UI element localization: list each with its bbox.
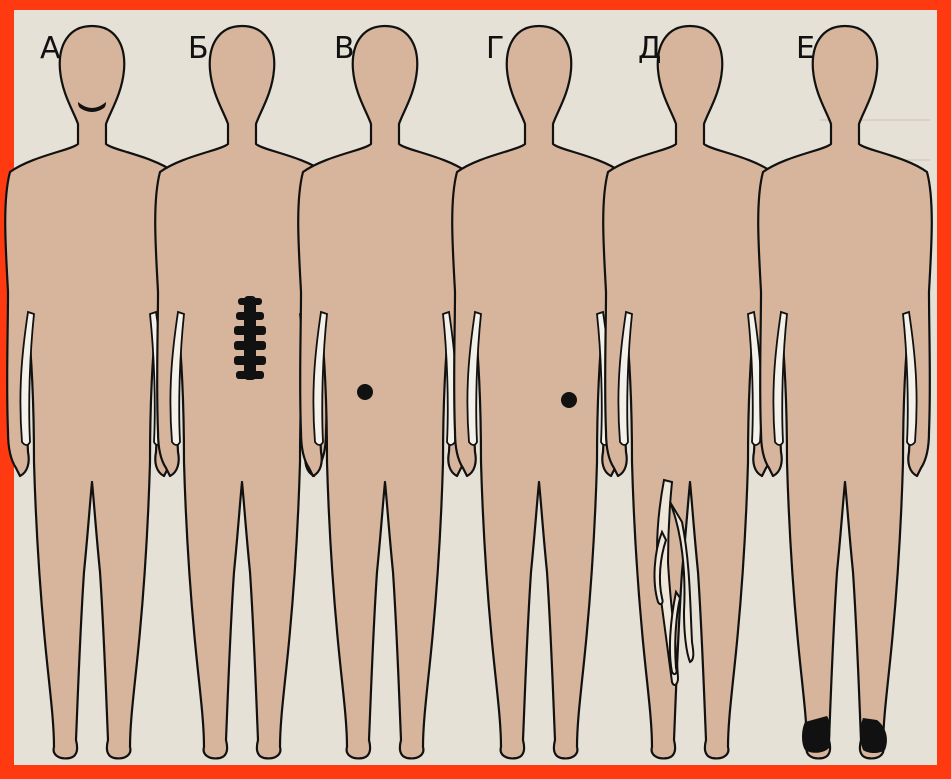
figure-e-label: Е bbox=[796, 31, 815, 66]
figure-d-label: Д bbox=[638, 31, 661, 66]
figure-v-label: В bbox=[334, 31, 355, 66]
spot-mark bbox=[357, 384, 373, 400]
figure-g-label: Г bbox=[486, 31, 504, 66]
figure-a-label: А bbox=[40, 31, 61, 66]
figure-b-label: Б bbox=[188, 31, 209, 66]
spot-mark bbox=[561, 392, 577, 408]
